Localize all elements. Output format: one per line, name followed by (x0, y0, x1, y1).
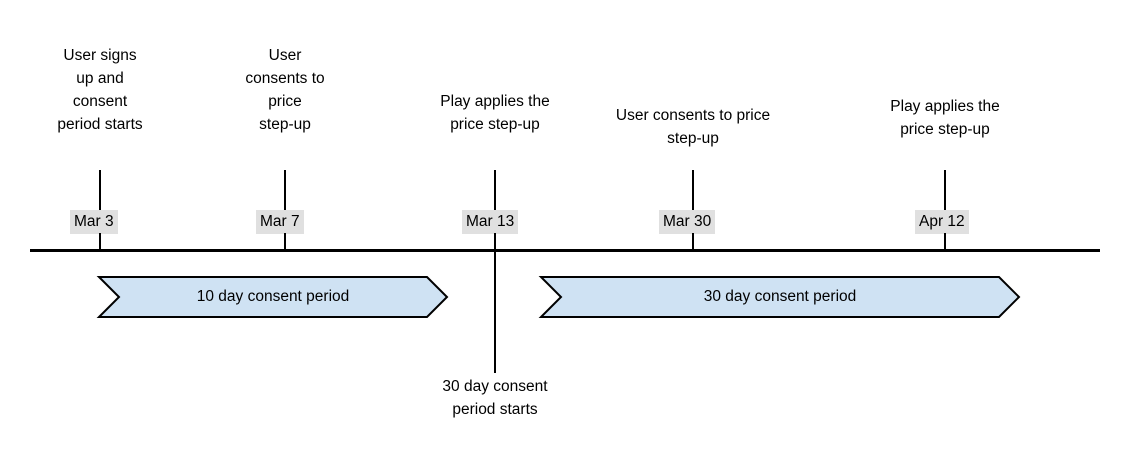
chevron-shape-30-day (540, 276, 1020, 318)
consent-period-banner-10-day: 10 day consent period (98, 276, 448, 318)
timeline-axis (30, 249, 1100, 252)
event-tick-lower-mar-7 (284, 233, 286, 250)
event-tick-mar-3 (99, 170, 101, 210)
consent-period-banner-30-day: 30 day consent period (540, 276, 1020, 318)
event-label-mar-3: User signs up and consent period starts (57, 47, 143, 133)
event-tick-lower-mar-13 (494, 233, 496, 373)
date-chip-mar-7: Mar 7 (256, 210, 304, 234)
event-tick-apr-12 (944, 170, 946, 210)
date-chip-mar-3: Mar 3 (70, 210, 118, 234)
date-chip-mar-30: Mar 30 (659, 210, 716, 234)
date-chip-apr-12: Apr 12 (915, 210, 969, 234)
note-label-mar-13: 30 day consent period starts (442, 378, 548, 418)
event-label-mar-30: User consents to price step-up (615, 107, 771, 147)
event-tick-mar-7 (284, 170, 286, 210)
event-label-mar-13: Play applies the price step-up (440, 93, 550, 133)
event-tick-lower-mar-30 (692, 233, 694, 250)
event-tick-mar-30 (692, 170, 694, 210)
event-label-mar-7: User consents to price step-up (245, 47, 325, 133)
event-tick-mar-13 (494, 170, 496, 210)
event-label-apr-12: Play applies the price step-up (890, 98, 1000, 138)
chevron-shape-10-day (98, 276, 448, 318)
date-chip-mar-13: Mar 13 (462, 210, 519, 234)
event-tick-lower-mar-3 (99, 233, 101, 250)
event-tick-lower-apr-12 (944, 233, 946, 250)
